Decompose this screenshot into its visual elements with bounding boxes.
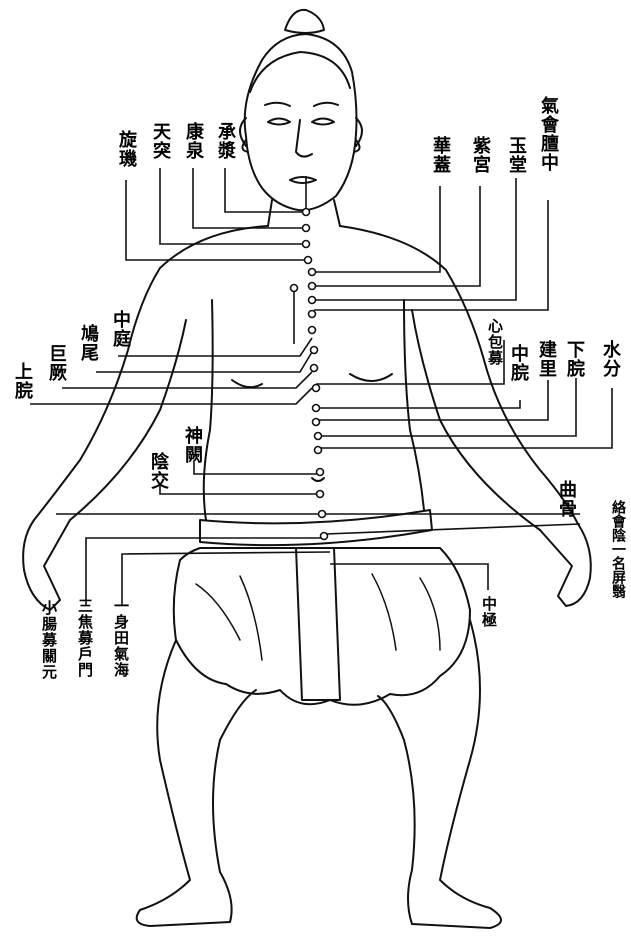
- right-leg: [378, 620, 501, 928]
- label-xuanji: 旋璣: [116, 130, 136, 168]
- acupoint-dot: [303, 225, 310, 232]
- label-zigong: 紫宮: [470, 136, 490, 174]
- acupoint-dot: [303, 209, 310, 216]
- right-eye: [312, 119, 334, 125]
- acupoint-dot: [309, 283, 316, 290]
- label-shuifen: 水分: [600, 340, 620, 378]
- label-zhongji: 中極: [480, 596, 497, 628]
- acupoint-dot: [303, 241, 310, 248]
- loincloth-flap: [296, 548, 340, 700]
- label-guanyuan: 小腸募關元: [40, 600, 57, 680]
- right-eyebrow: [314, 103, 338, 106]
- left-leg: [137, 640, 256, 926]
- neck-right: [334, 200, 340, 226]
- acupoint-dot: [305, 257, 312, 264]
- acupoint-dot: [309, 269, 316, 276]
- label-chengjiang: 承漿: [215, 122, 235, 160]
- acupoint-dot: [317, 469, 324, 476]
- acupoint-dot: [313, 405, 320, 412]
- acupoint-dot: [319, 511, 326, 518]
- acupoint-dot: [309, 311, 316, 318]
- label-qihai-shanzhong: 氣會膻中: [538, 96, 558, 172]
- label-qihai-dantian: 一身田氣海: [112, 598, 129, 678]
- label-jianli: 建里: [536, 340, 556, 378]
- label-jiuwei: 鳩尾: [78, 324, 98, 362]
- label-shimen: 三焦募戶門: [76, 598, 93, 678]
- left-eye: [268, 119, 290, 125]
- acupoint-dot: [291, 285, 298, 292]
- label-xiawan: 下脘: [564, 340, 584, 378]
- loincloth: [174, 548, 470, 705]
- left-eyebrow: [265, 103, 290, 106]
- label-zhongting: 中庭: [110, 310, 130, 348]
- acupoint-dot: [309, 297, 316, 304]
- label-shangwan: 上脘: [12, 362, 32, 400]
- acupoint-dot: [313, 385, 320, 392]
- right-hand: [540, 524, 591, 606]
- nose: [296, 120, 312, 157]
- label-juque: 巨厥: [46, 344, 66, 382]
- label-huagai: 華蓋: [430, 136, 450, 174]
- hairline: [250, 52, 350, 92]
- acupoint-dot: [317, 491, 324, 498]
- right-chest: [350, 374, 392, 381]
- navel: [312, 478, 324, 481]
- label-yinjiao: 陰交: [148, 452, 168, 490]
- acupoint-dot: [311, 347, 318, 354]
- mouth: [290, 177, 316, 183]
- waistband: [200, 510, 432, 545]
- neck-left: [268, 200, 272, 226]
- label-zhongwan: 中脘: [508, 344, 528, 382]
- label-huiyin: 絡會陰一名屏翳: [610, 500, 626, 598]
- topknot: [285, 10, 324, 33]
- label-qugu: 曲骨: [556, 480, 576, 518]
- label-tiantu: 天突: [150, 122, 170, 160]
- label-yutang: 玉堂: [506, 136, 526, 174]
- torso-left: [204, 300, 213, 520]
- acupoint-dot: [315, 433, 322, 440]
- label-shenque: 神闕: [182, 426, 202, 464]
- acupoint-dot: [321, 533, 328, 540]
- acupoint-dot: [315, 447, 322, 454]
- torso-right: [404, 300, 424, 510]
- left-chest: [232, 380, 262, 387]
- label-lianquan: 康泉: [183, 122, 203, 160]
- acupoint-dot: [309, 327, 316, 334]
- acupoint-dot: [313, 419, 320, 426]
- left-hand: [23, 520, 70, 610]
- acupoint-dot: [311, 365, 318, 372]
- label-xinbaomu: 心包募: [486, 318, 503, 366]
